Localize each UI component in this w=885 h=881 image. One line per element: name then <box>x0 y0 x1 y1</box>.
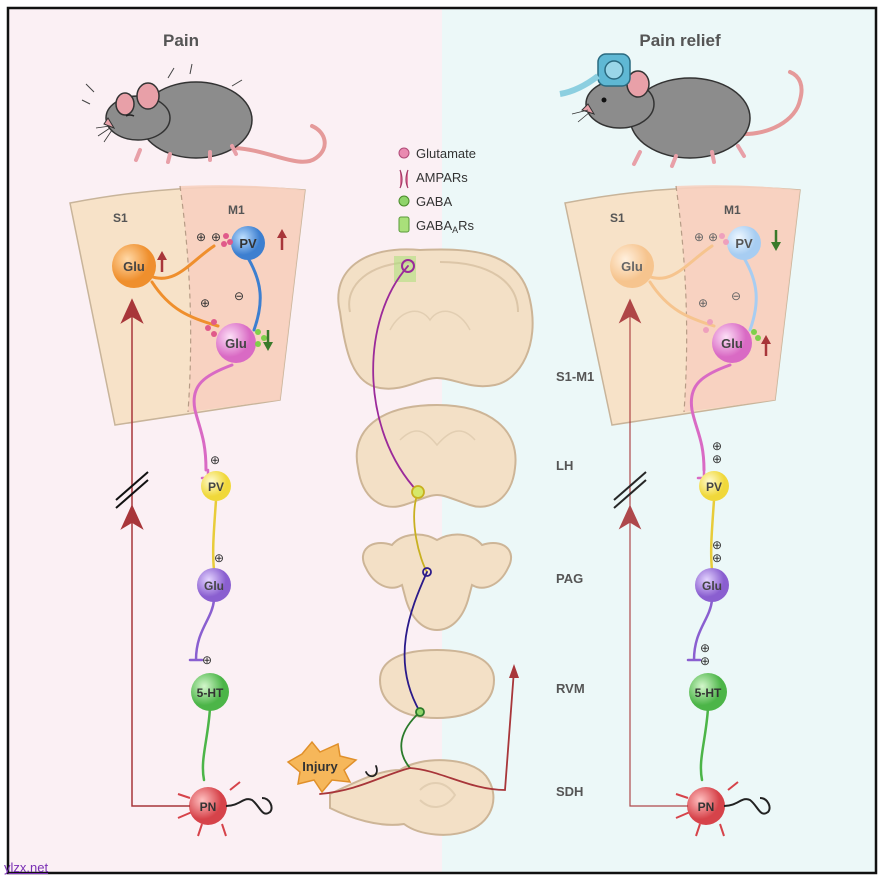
pag-section <box>362 533 512 632</box>
region-label-rvm: RVM <box>556 681 585 696</box>
left-5ht-chain-label: 5-HT <box>197 686 224 700</box>
left-chain-plus-3: ⊕ <box>202 653 212 667</box>
left-pn-dendrites <box>177 781 241 837</box>
left-s1-label: S1 <box>113 211 128 225</box>
right-pv-top-cell <box>727 226 761 260</box>
gaba-legend-icon <box>398 195 410 207</box>
left-pv-chain-label: PV <box>208 480 224 494</box>
legend-gaba-label: GABA <box>416 194 452 209</box>
left-glu-top-cell <box>112 244 156 288</box>
left-glu-bottom-cell <box>216 323 256 363</box>
right-5ht-chain-label: 5-HT <box>695 686 722 700</box>
legend-ampars-label: AMPARs <box>416 170 468 185</box>
region-label-s1m1: S1-M1 <box>556 369 594 384</box>
left-glu-top-label: Glu <box>123 259 145 274</box>
right-chain-axons <box>686 468 716 782</box>
left-pn-axon <box>225 797 273 815</box>
left-plus-sign-1: ⊕ <box>211 230 221 244</box>
right-down-arrow-pv <box>771 230 781 251</box>
right-up-arrow-glu <box>761 335 771 356</box>
left-cortex-axons <box>148 244 262 472</box>
right-chain-plus-1b: ⊕ <box>712 452 722 466</box>
left-synapse-markers <box>205 233 267 347</box>
s1m1-section <box>337 248 534 390</box>
left-pv-top-cell <box>231 226 265 260</box>
right-chain-plus-2a: ⊕ <box>712 538 722 552</box>
right-s1-label: S1 <box>610 211 625 225</box>
right-cortex-axons <box>646 244 758 472</box>
figure-border <box>6 6 878 875</box>
right-synapse-markers <box>703 233 761 341</box>
left-5ht-chain-cell <box>191 673 229 711</box>
right-pn-axon <box>723 797 771 815</box>
left-up-arrow-glu <box>157 251 167 272</box>
right-chain-plus-3b: ⊕ <box>700 654 710 668</box>
left-minus-sign: ⊖ <box>234 289 244 303</box>
gabaars-legend-icon <box>398 216 410 233</box>
right-glu-chain-label: Glu <box>702 579 722 593</box>
glutamate-legend-icon <box>398 147 410 159</box>
right-pn-dendrites <box>675 781 739 837</box>
right-5ht-chain-cell <box>689 673 727 711</box>
ampars-legend-icon <box>399 169 409 189</box>
left-down-arrow-glu <box>263 330 273 351</box>
right-pv-chain-label: PV <box>706 480 722 494</box>
region-label-pag: PAG <box>556 571 583 586</box>
legend <box>398 147 410 233</box>
left-pv-top-label: PV <box>239 236 257 251</box>
left-title: Pain <box>163 31 199 50</box>
legend-gabaars-label: GABAARs <box>416 218 475 235</box>
right-glu-chain-cell <box>695 568 729 602</box>
right-pv-top-label: PV <box>735 236 753 251</box>
right-mouse-illustration <box>559 53 804 168</box>
right-plus-sign-2: ⊕ <box>694 230 704 244</box>
right-glu-top-label: Glu <box>621 259 643 274</box>
left-pn-label: PN <box>200 800 217 814</box>
right-chain-plus-1a: ⊕ <box>712 439 722 453</box>
lh-section <box>355 403 517 508</box>
right-minus-sign: ⊖ <box>731 289 741 303</box>
injury-burst-icon <box>286 740 358 794</box>
right-ascending-pathway <box>613 298 688 807</box>
legend-glutamate-label: Glutamate <box>416 146 476 161</box>
right-title: Pain relief <box>639 31 721 50</box>
right-glu-bottom-cell <box>712 323 752 363</box>
left-ascending-pathway <box>115 298 190 807</box>
right-pn-label: PN <box>698 800 715 814</box>
right-plus-sign-3: ⊕ <box>698 296 708 310</box>
right-glu-bottom-label: Glu <box>721 336 743 351</box>
region-label-sdh: SDH <box>556 784 583 799</box>
left-plus-sign-2: ⊕ <box>196 230 206 244</box>
right-chain-plus-3a: ⊕ <box>700 641 710 655</box>
right-glu-top-cell <box>610 244 654 288</box>
watermark-link[interactable]: ylzx.net <box>4 860 49 875</box>
right-pn-cell <box>687 787 725 825</box>
left-glu-chain-cell <box>197 568 231 602</box>
left-chain-plus-1: ⊕ <box>210 453 220 467</box>
left-pn-cell <box>189 787 227 825</box>
left-pv-chain-cell <box>201 471 231 501</box>
right-pv-chain-cell <box>699 471 729 501</box>
right-m1-label: M1 <box>724 203 741 217</box>
central-pathways <box>319 259 519 795</box>
left-plus-sign-3: ⊕ <box>200 296 210 310</box>
left-up-arrow-pv <box>277 229 287 250</box>
right-plus-sign-1: ⊕ <box>708 230 718 244</box>
left-glu-bottom-label: Glu <box>225 336 247 351</box>
left-glu-chain-label: Glu <box>204 579 224 593</box>
left-chain-plus-2: ⊕ <box>214 551 224 565</box>
left-mouse-illustration <box>81 63 327 164</box>
left-m1-label: M1 <box>228 203 245 217</box>
rvm-section <box>378 648 496 720</box>
right-chain-plus-2b: ⊕ <box>712 551 722 565</box>
injury-label: Injury <box>302 759 338 774</box>
region-label-lh: LH <box>556 458 573 473</box>
